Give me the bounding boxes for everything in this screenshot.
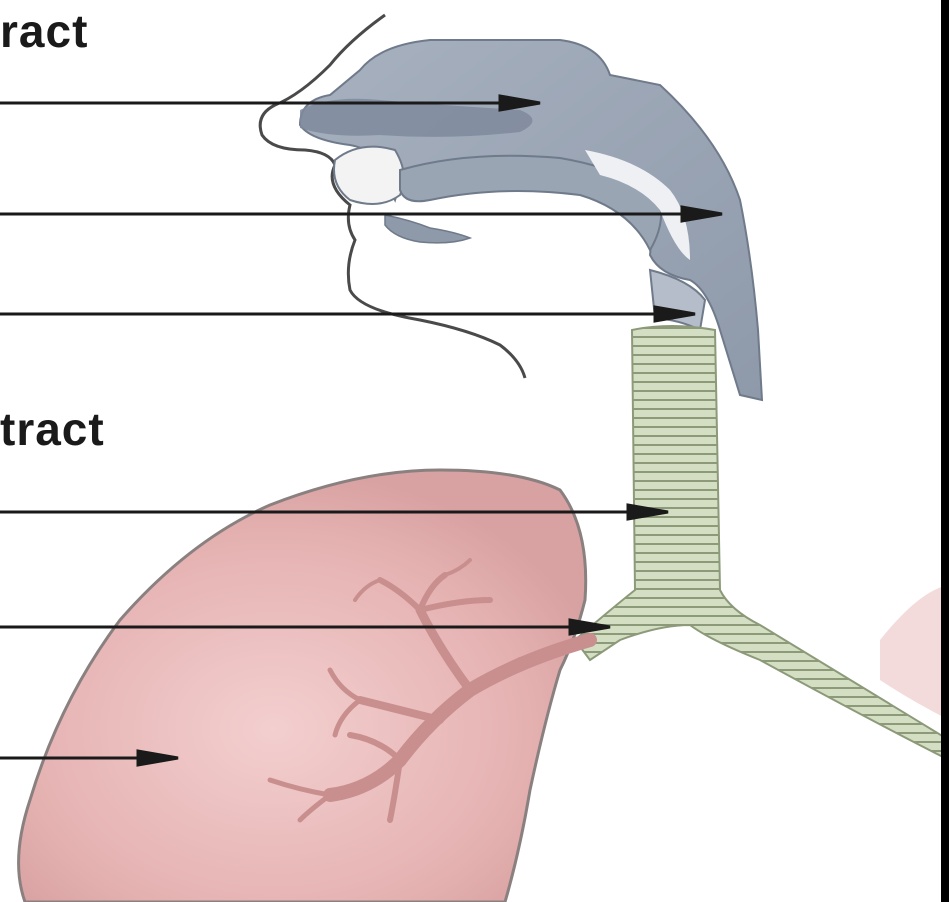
pointer-larynx <box>0 307 695 321</box>
lower-tract-label: tract <box>0 402 105 456</box>
oral-cavity <box>334 147 404 204</box>
left-lung <box>19 470 586 902</box>
upper-tract-label: ract <box>0 4 88 58</box>
jaw <box>385 215 470 243</box>
right-lung-edge <box>880 585 949 720</box>
right-frame-border <box>941 0 949 902</box>
